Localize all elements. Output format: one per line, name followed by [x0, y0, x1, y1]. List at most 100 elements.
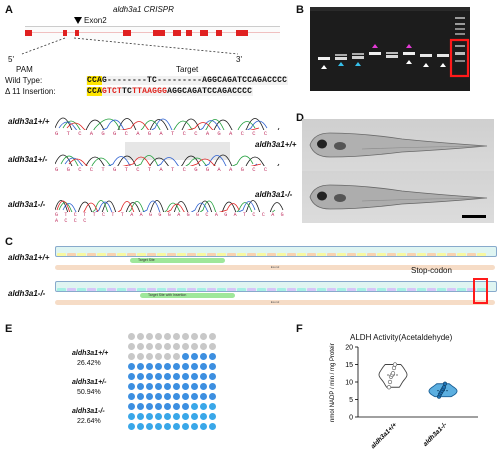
waffle-dot	[209, 333, 216, 340]
codon-cell	[57, 253, 66, 256]
codon-cell	[347, 288, 356, 291]
stop-codon-label: Stop-codon	[411, 266, 452, 275]
wt-label: Wild Type:	[5, 76, 43, 85]
codon-cell	[137, 288, 146, 291]
larva-label-ko: aldh3a1-/-	[255, 190, 293, 199]
waffle-dot	[173, 363, 180, 370]
waffle-dot	[146, 413, 153, 420]
codon-cell	[387, 288, 396, 291]
waffle-dot	[209, 383, 216, 390]
target-site-ins-bar: Target Site with Insertion	[140, 293, 235, 298]
waffle-dot	[173, 383, 180, 390]
trace-seq-wt: G T C A G G C A G A T C C A G A C C C	[55, 130, 270, 137]
codon-cell	[177, 253, 186, 256]
het-highlight	[125, 142, 230, 160]
codon-cell	[457, 288, 466, 291]
data-point	[391, 365, 397, 371]
codon-cell	[367, 288, 376, 291]
codon-cell	[307, 288, 316, 291]
data-point	[392, 362, 398, 367]
e-label-ko: aldh3a1-/-	[72, 408, 105, 415]
waffle-dot	[137, 413, 144, 420]
panel-label-d: D	[296, 112, 304, 124]
y-tick-label: 0	[349, 415, 353, 422]
stop-codon-box	[473, 278, 488, 304]
trace-seq-het: G G C C T G T C T A T C G G A A G C C	[55, 166, 270, 173]
y-tick-label: 10	[345, 380, 353, 387]
trace-label-het: aldh3a1+/-	[8, 155, 48, 164]
panel-label-e: E	[5, 323, 13, 335]
data-point	[386, 385, 392, 390]
waffle-dot	[164, 403, 171, 410]
exon-bar-wt: Exon2	[55, 265, 495, 270]
y-tick-label: 15	[345, 362, 353, 369]
waffle-dot	[200, 373, 207, 380]
waffle-dot	[173, 403, 180, 410]
codon-cell	[227, 288, 236, 291]
e-pct-wt: 26.42%	[77, 360, 101, 367]
codon-cell	[247, 288, 256, 291]
waffle-dot	[128, 403, 135, 410]
codon-cell	[217, 253, 226, 256]
codon-cell	[97, 288, 106, 291]
waffle-dot	[128, 383, 135, 390]
waffle-dot	[200, 383, 207, 390]
waffle-dot	[146, 353, 153, 360]
codon-cell	[257, 288, 266, 291]
codon-cell	[147, 288, 156, 291]
codon-cell	[87, 253, 96, 256]
waffle-dot	[137, 333, 144, 340]
waffle-dot	[155, 373, 162, 380]
cut-arrow-icon	[74, 17, 82, 24]
waffle-dot	[137, 363, 144, 370]
waffle-dot	[128, 343, 135, 350]
codon-cell	[147, 253, 156, 256]
codon-cell	[347, 253, 356, 256]
codon-cell	[407, 288, 416, 291]
five-prime-label: 5'	[8, 55, 14, 64]
waffle-dot	[137, 393, 144, 400]
codon-cell	[247, 253, 256, 256]
waffle-dot	[155, 383, 162, 390]
waffle-dot	[173, 423, 180, 430]
waffle-dot	[164, 373, 171, 380]
waffle-dot	[137, 373, 144, 380]
codon-cell	[397, 288, 406, 291]
codon-cell	[377, 253, 386, 256]
codon-cell	[397, 253, 406, 256]
waffle-dot	[128, 413, 135, 420]
waffle-grid	[128, 333, 218, 433]
waffle-dot	[182, 353, 189, 360]
codon-cell	[467, 288, 476, 291]
waffle-dot	[191, 363, 198, 370]
codon-cell	[377, 288, 386, 291]
category-label: aldh3a1+/+	[370, 421, 399, 450]
waffle-dot	[191, 393, 198, 400]
codon-cell	[127, 253, 136, 256]
codon-cell	[317, 288, 326, 291]
ins-label: Δ 11 Insertion:	[5, 87, 56, 96]
waffle-dot	[200, 343, 207, 350]
codon-cell	[297, 288, 306, 291]
waffle-dot	[164, 343, 171, 350]
waffle-dot	[146, 383, 153, 390]
exon-label: Exon2	[84, 16, 107, 25]
trace-label-ko: aldh3a1-/-	[8, 200, 46, 209]
waffle-dot	[155, 423, 162, 430]
chromatogram-ko	[55, 200, 284, 212]
waffle-dot	[164, 423, 171, 430]
waffle-dot	[146, 403, 153, 410]
waffle-dot	[182, 383, 189, 390]
gel-bands	[318, 17, 470, 78]
waffle-dot	[164, 383, 171, 390]
codon-cell	[167, 288, 176, 291]
waffle-dot	[209, 363, 216, 370]
violin-shape	[378, 364, 408, 388]
codon-cell	[437, 253, 446, 256]
codon-cell	[427, 253, 436, 256]
waffle-dot	[191, 333, 198, 340]
codon-cell	[417, 253, 426, 256]
waffle-dot	[182, 403, 189, 410]
codon-cell	[257, 253, 266, 256]
waffle-dot	[191, 403, 198, 410]
